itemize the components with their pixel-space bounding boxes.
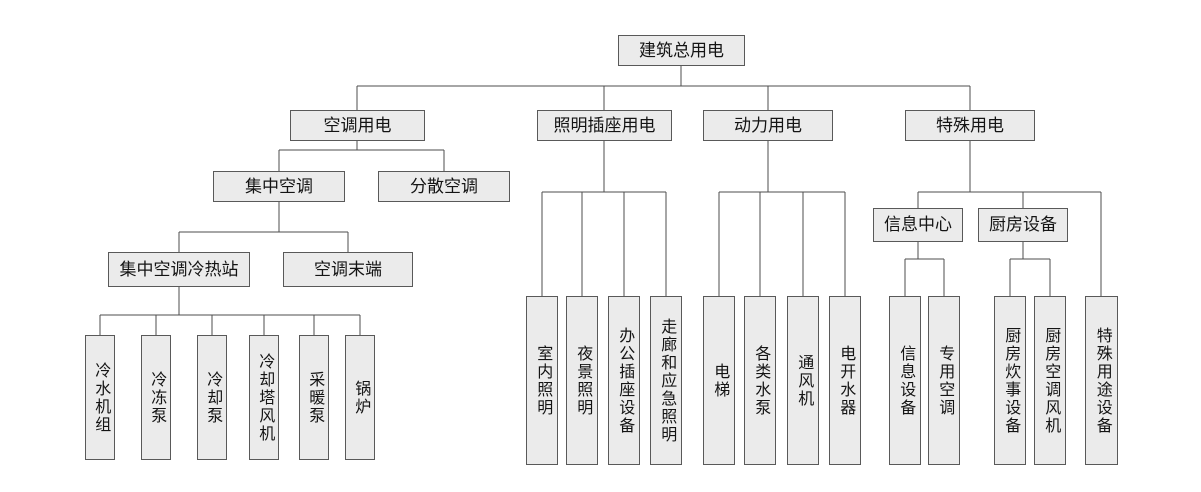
node-water-pumps: 各类水泵	[744, 296, 776, 465]
node-cooling-water-pump: 冷却泵	[197, 335, 227, 460]
node-chiller-unit: 冷水机组	[85, 335, 115, 460]
node-ventilation-fan: 通风机	[787, 296, 819, 465]
node-dedicated-ac: 专用空调	[928, 296, 960, 465]
node-chilled-water-pump: 冷冻泵	[141, 335, 171, 460]
node-heating-pump: 采暖泵	[299, 335, 329, 460]
node-special-purpose-equipment: 特殊用途设备	[1085, 296, 1118, 465]
node-cooling-tower-fan: 冷却塔风机	[249, 335, 279, 460]
node-info-equipment: 信息设备	[889, 296, 921, 465]
node-nightscape-lighting: 夜景照明	[566, 296, 598, 465]
node-distributed-ac: 分散空调	[378, 171, 510, 202]
node-elevator: 电梯	[703, 296, 735, 465]
node-electric-water-heater: 电开水器	[829, 296, 861, 465]
node-corridor-emergency-lighting: 走廊和应急照明	[650, 296, 682, 465]
node-lighting-socket-electricity: 照明插座用电	[537, 110, 672, 141]
node-indoor-lighting: 室内照明	[526, 296, 558, 465]
node-boiler: 锅炉	[345, 335, 375, 460]
node-power-electricity: 动力用电	[703, 110, 833, 141]
node-total-building-electricity: 建筑总用电	[618, 35, 745, 66]
node-kitchen-equipment: 厨房设备	[978, 208, 1068, 242]
node-central-ac-plant: 集中空调冷热站	[108, 252, 250, 287]
node-special-electricity: 特殊用电	[905, 110, 1035, 141]
node-central-ac: 集中空调	[213, 171, 345, 202]
node-office-socket-equipment: 办公插座设备	[608, 296, 640, 465]
node-ac-terminal: 空调末端	[283, 252, 413, 287]
node-kitchen-cooking-equipment: 厨房炊事设备	[994, 296, 1026, 465]
node-kitchen-ac-fan: 厨房空调风机	[1034, 296, 1066, 465]
node-hvac-electricity: 空调用电	[290, 110, 425, 141]
node-info-center: 信息中心	[873, 208, 963, 242]
